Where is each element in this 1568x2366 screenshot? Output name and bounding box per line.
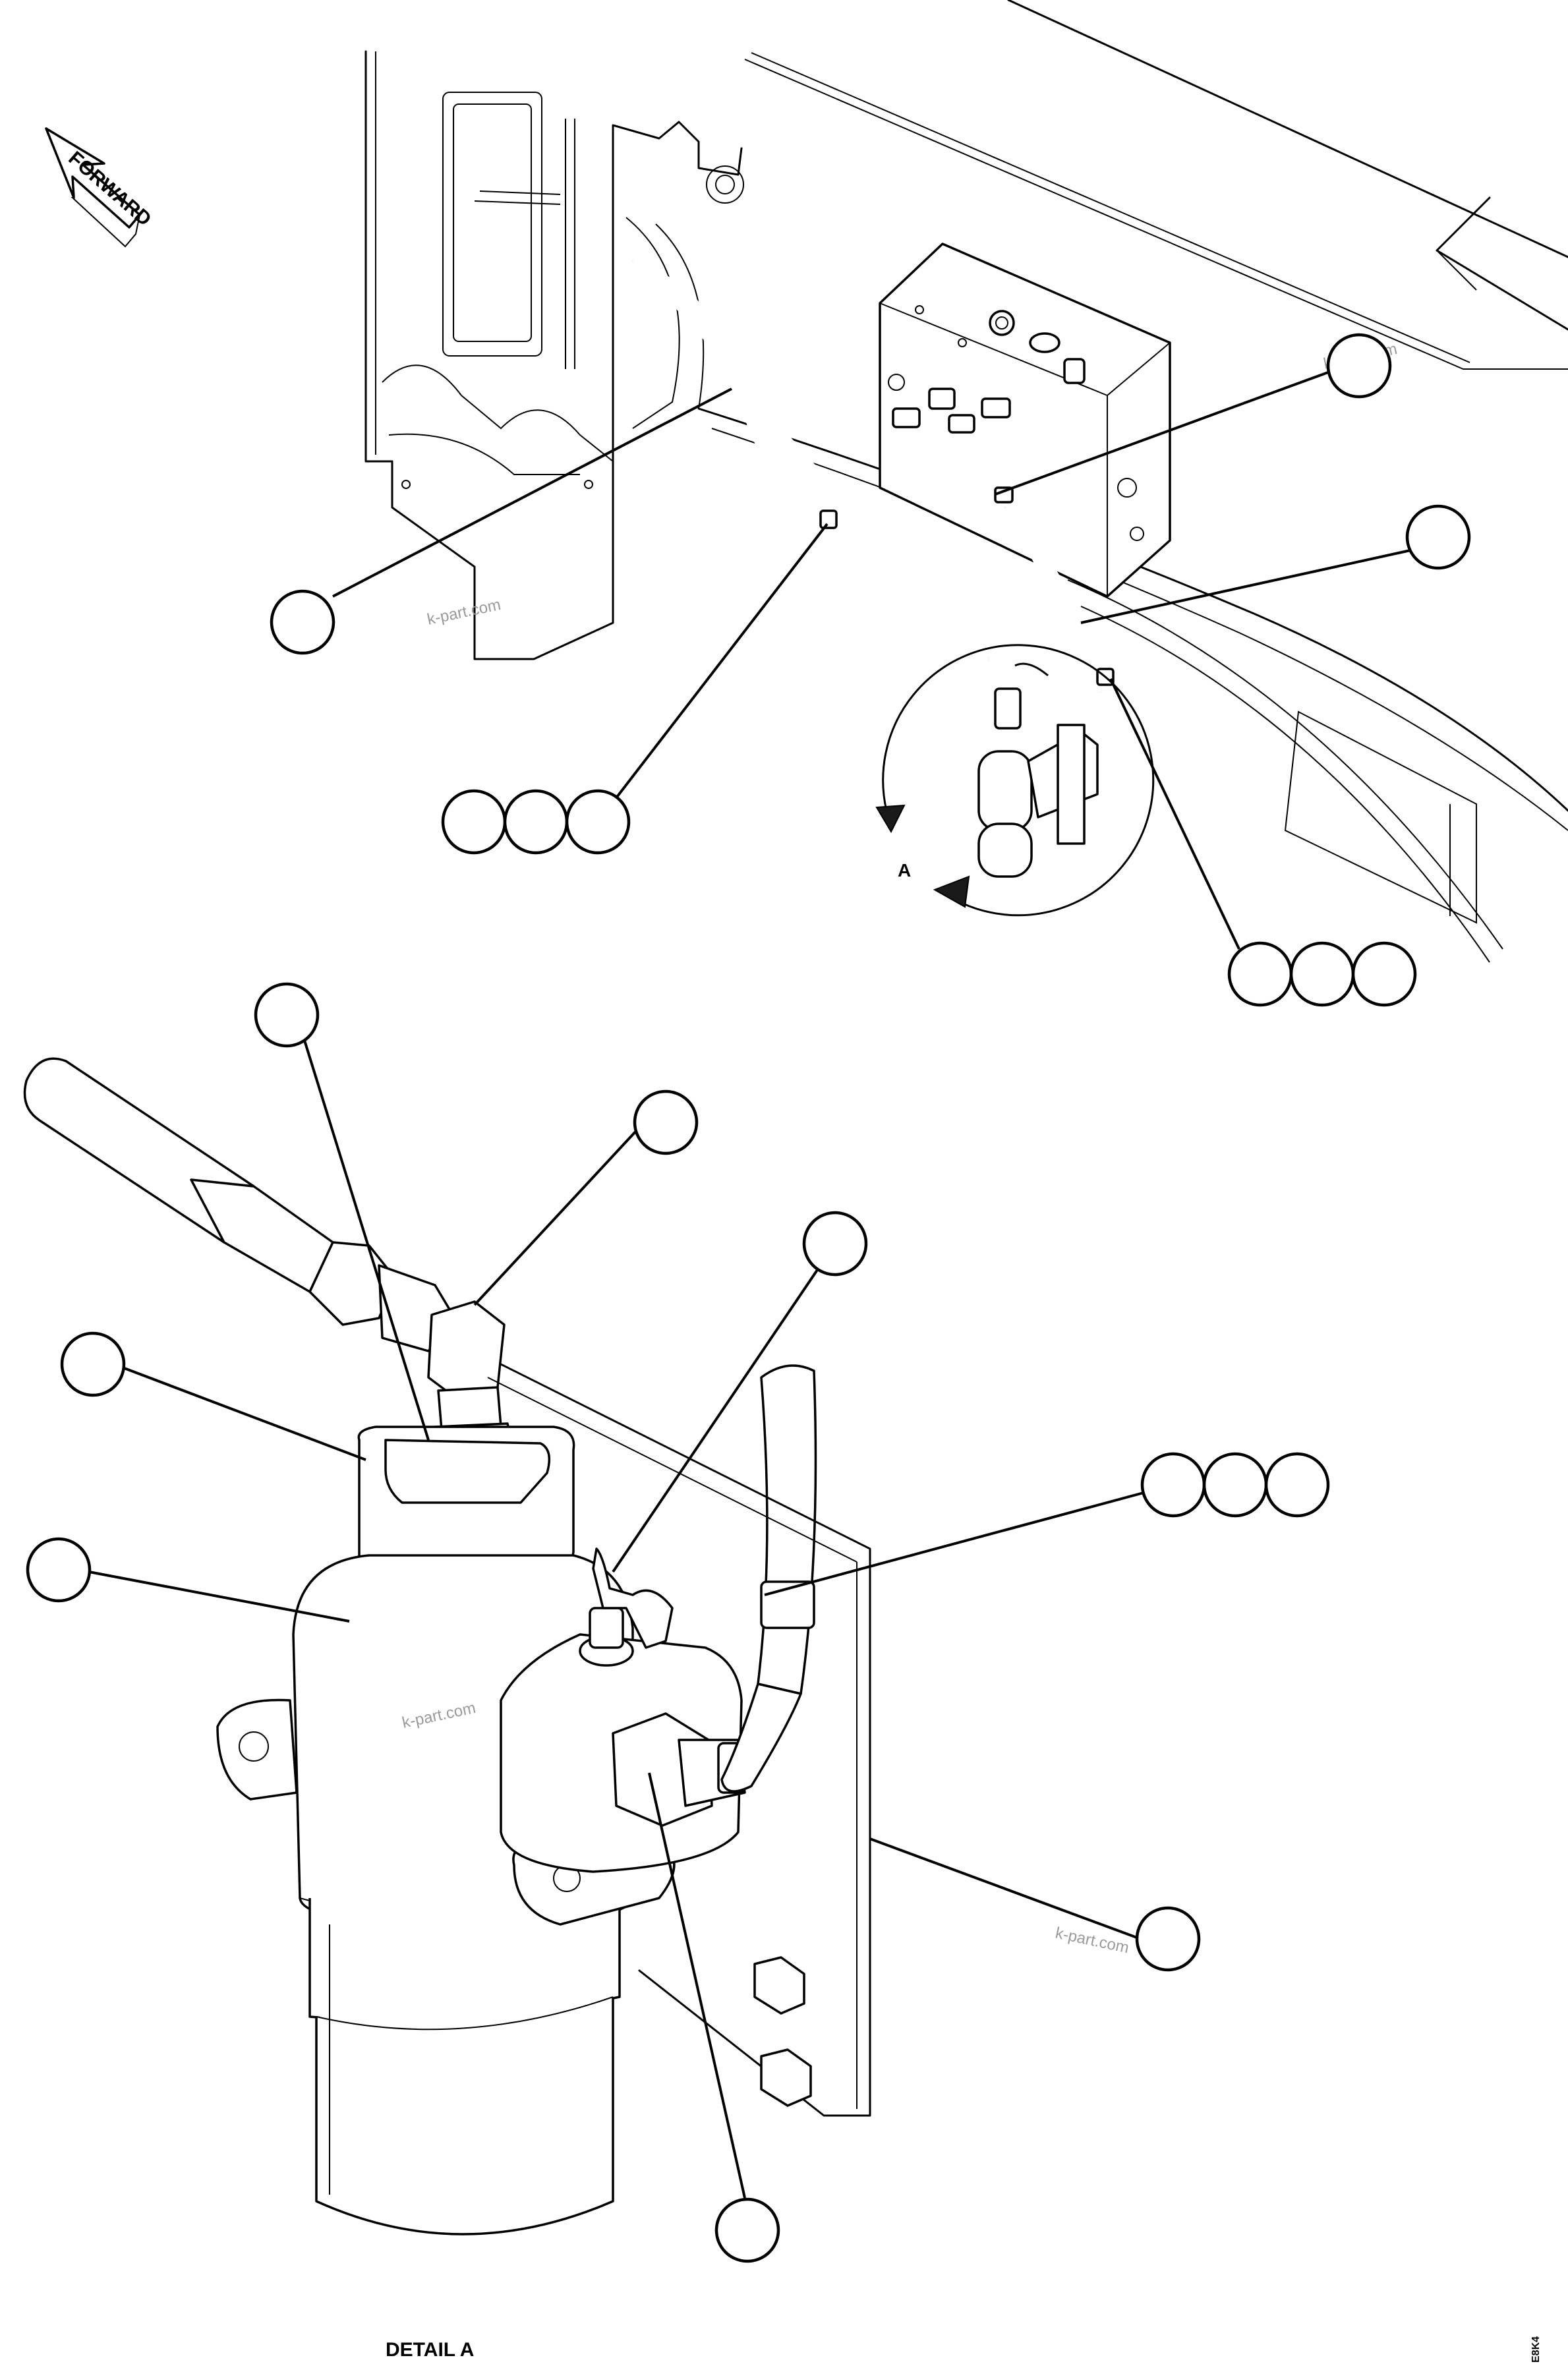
callout-balloon-group[interactable] <box>441 789 631 855</box>
callout-balloon[interactable] <box>633 1089 699 1155</box>
callout-balloon-group[interactable] <box>1140 1452 1330 1518</box>
callout-balloon[interactable] <box>26 1537 92 1603</box>
detail-a-view: k-part.com k-part.com DETAIL A E8K4 <box>23 982 1542 2363</box>
mounting-bracket <box>364 50 744 660</box>
callout-balloon[interactable] <box>270 589 335 655</box>
callout-balloon[interactable] <box>60 1331 126 1397</box>
drawing-code: E8K4 <box>1530 2336 1542 2363</box>
callout-balloon[interactable] <box>714 2197 780 2263</box>
detail-caption: DETAIL A <box>386 2339 474 2361</box>
callout-balloon[interactable] <box>1135 1906 1201 1972</box>
detail-a-view-circle: A <box>875 644 1155 917</box>
callout-balloon[interactable] <box>1405 504 1471 570</box>
watermark: k-part.com <box>1054 1924 1130 1957</box>
outlet-hose <box>720 1364 817 1793</box>
mounting-plate <box>487 1363 871 2117</box>
callout-leaders <box>88 1014 1144 2199</box>
callout-balloon[interactable] <box>254 982 320 1048</box>
callout-balloon-group[interactable] <box>1227 941 1417 1007</box>
main-view: A k-part.com k-part.com <box>270 0 1568 1007</box>
inlet-hose <box>23 1057 456 1352</box>
watermark: k-part.com <box>426 596 502 629</box>
valve-block <box>879 243 1171 598</box>
callout-balloon[interactable] <box>802 1211 868 1277</box>
callout-balloon[interactable] <box>1326 333 1392 399</box>
forward-arrow-label: FORWARD <box>64 147 155 230</box>
forward-arrow-icon: FORWARD <box>45 127 156 248</box>
hose-assembly <box>631 258 1115 693</box>
frame-rail <box>697 0 1568 963</box>
view-a-label: A <box>898 860 911 880</box>
callout-leaders <box>332 371 1411 950</box>
